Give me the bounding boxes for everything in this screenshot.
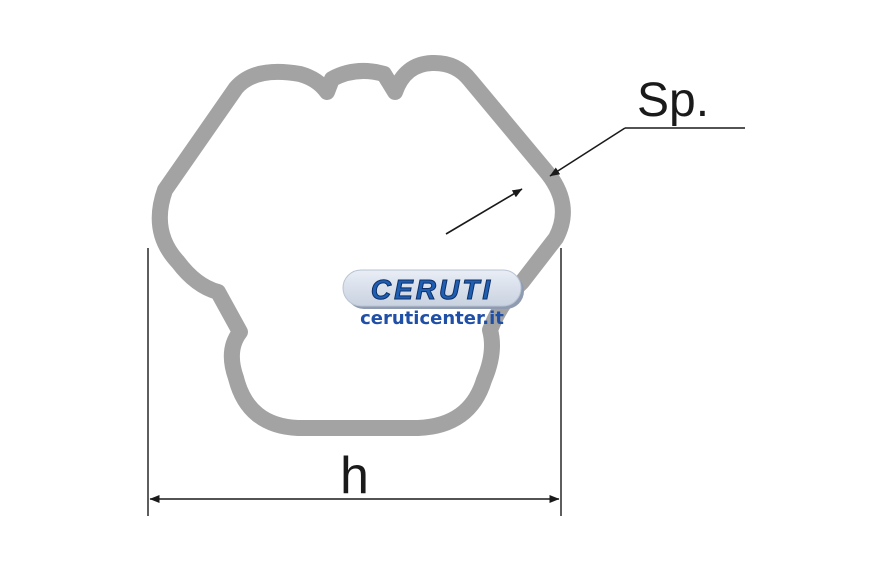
watermark-url: ceruticenter.it bbox=[360, 308, 504, 329]
profile-wall bbox=[151, 54, 571, 436]
thickness-dimension: Sp. bbox=[445, 74, 745, 235]
ceruti-watermark: CERUTI ceruticenter.it bbox=[342, 269, 524, 329]
logo-badge bbox=[342, 269, 522, 307]
width-label: h bbox=[340, 447, 369, 505]
thickness-outer-arrow bbox=[549, 127, 626, 177]
thickness-label: Sp. bbox=[637, 74, 709, 127]
profile-cross-section bbox=[151, 54, 571, 436]
width-dimension: h bbox=[147, 248, 562, 516]
logo-text: CERUTI bbox=[371, 274, 493, 305]
thickness-inner-arrow bbox=[445, 188, 523, 235]
